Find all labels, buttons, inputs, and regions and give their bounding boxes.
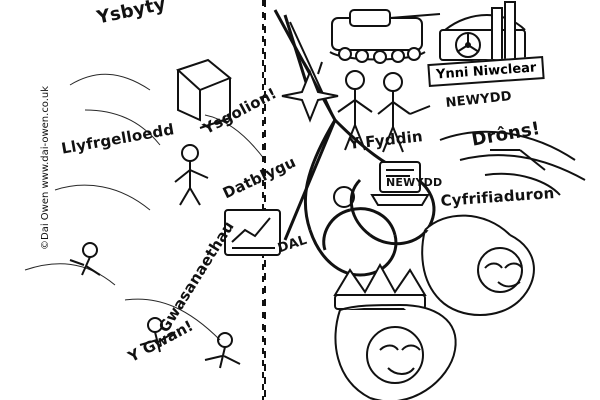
drone-icon [439,130,586,196]
tank-icon [329,9,441,64]
crown-icon [333,262,427,310]
laptop-icon [370,161,430,206]
radiation-icon [465,42,471,48]
falling-people [69,242,241,369]
nuclear-plant-icon [439,1,526,61]
chart-icon [224,209,281,256]
label-newydd-laptop: NEWYDD [386,176,443,189]
credit-vertical: ©Dai Owen www.dai-owen.co.uk [40,86,60,400]
debris-lines [24,73,266,341]
credit-text: ©Dai Owen www.dai-owen.co.uk [40,85,51,250]
cut-dashed-line [262,0,264,400]
soldiers-illustration [337,70,431,153]
student-figure [174,144,209,206]
king-caricature [334,304,457,400]
spark-icon [281,61,339,123]
jester-caricature-1 [421,214,535,316]
book-icon [176,58,232,129]
